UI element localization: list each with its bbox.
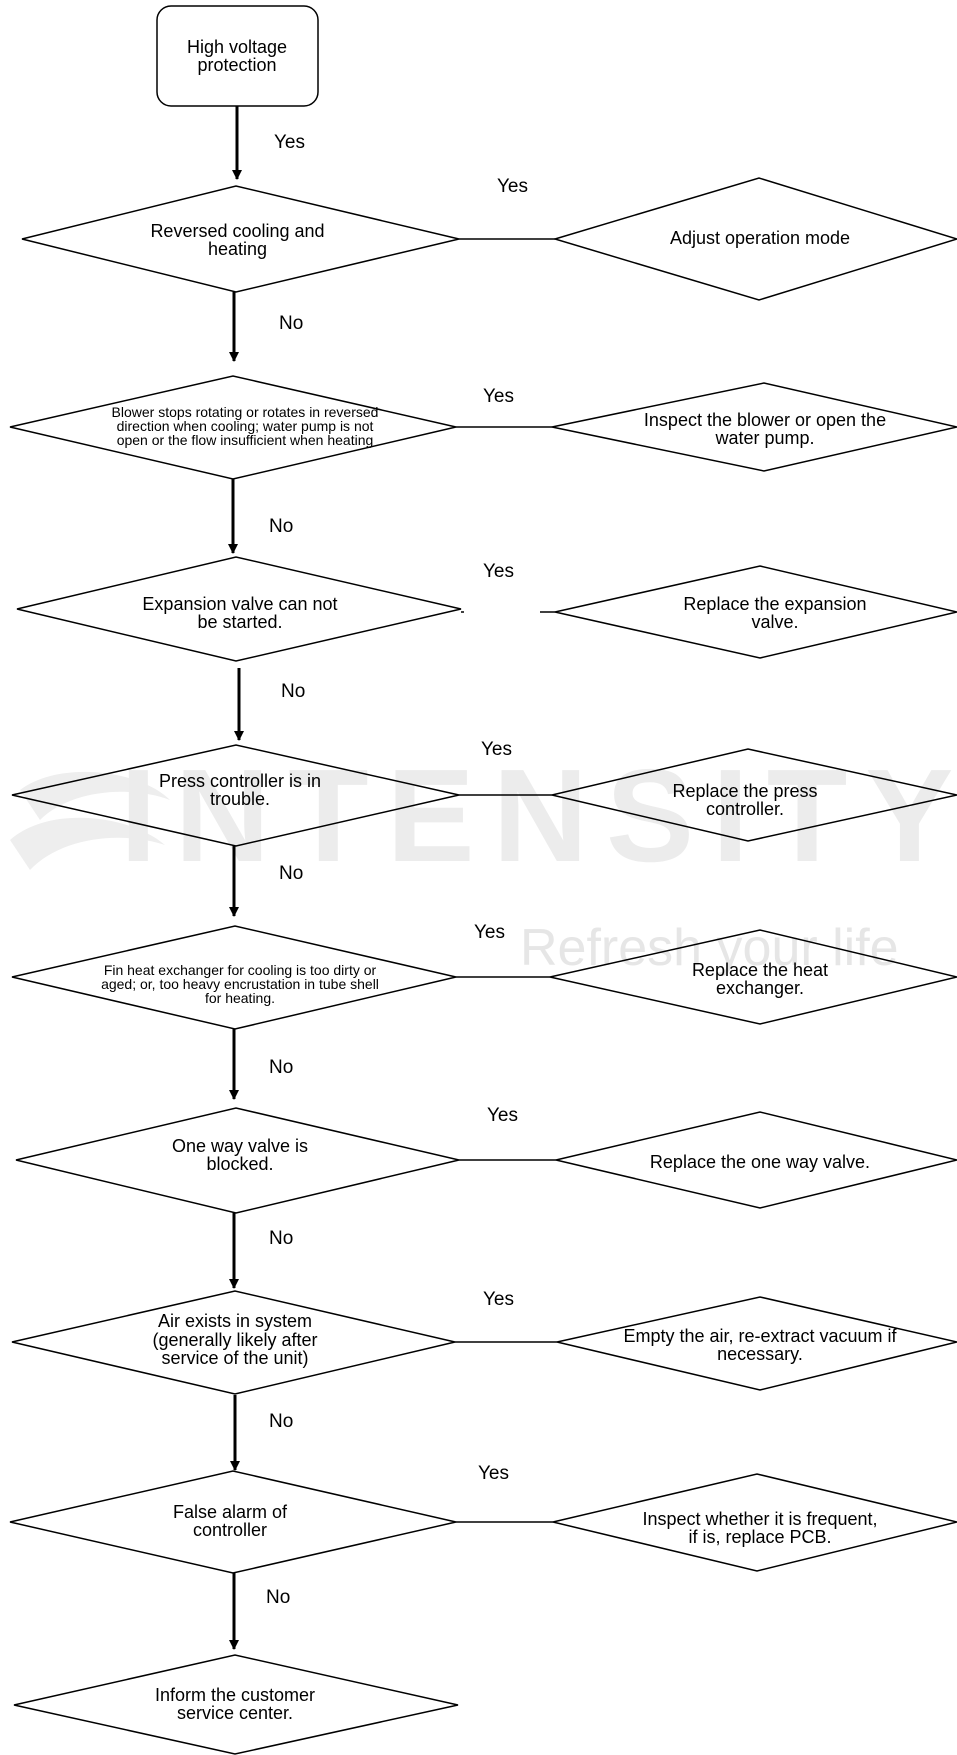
action-text-3: Replace the expansion valve. xyxy=(683,593,867,632)
action-text-2: Inspect the blower or open the water pum… xyxy=(643,409,887,448)
action-diamond-1 xyxy=(552,177,957,301)
decision-text-1: Reversed cooling and heating xyxy=(150,220,325,259)
end-text: Inform the customer service center. xyxy=(154,1684,316,1723)
yes-label-1: Yes xyxy=(497,176,528,197)
yes-label-5: Yes xyxy=(474,922,505,943)
end-diamond xyxy=(13,1654,459,1755)
action-text-6: Replace the one way valve. xyxy=(649,1151,871,1172)
action-text-1: Adjust operation mode xyxy=(669,227,851,248)
start-label: High voltage protection xyxy=(186,36,288,75)
no-label-4: No xyxy=(279,863,304,884)
decision-text-2: Blower stops rotating or rotates in reve… xyxy=(111,403,379,449)
no-label-1: No xyxy=(279,313,304,334)
watermark-brand: INTENSITY xyxy=(120,742,957,889)
decision-diamond-3 xyxy=(16,556,462,662)
action-diamond-3 xyxy=(554,565,957,659)
no-label-8: No xyxy=(266,1587,291,1608)
yes-label-6: Yes xyxy=(487,1105,518,1126)
decision-text-6: One way valve is blocked. xyxy=(171,1135,309,1174)
start-yes-label: Yes xyxy=(274,132,305,153)
no-label-3: No xyxy=(281,681,306,702)
yes-label-8: Yes xyxy=(478,1463,509,1484)
action-text-7: Empty the air, re-extract vacuum if nece… xyxy=(623,1325,897,1364)
yes-label-3: Yes xyxy=(483,561,514,582)
action-diamond-5 xyxy=(549,929,957,1025)
action-text-4: Replace the press controller. xyxy=(672,780,818,819)
yes-label-2: Yes xyxy=(483,386,514,407)
action-diamond-4 xyxy=(551,748,957,842)
yes-label-7: Yes xyxy=(483,1289,514,1310)
no-label-2: No xyxy=(269,516,294,537)
decision-text-3: Expansion valve can not be started. xyxy=(142,593,338,632)
decision-text-7: Air exists in system (generally likely a… xyxy=(152,1311,318,1369)
no-label-7: No xyxy=(269,1411,294,1432)
decision-text-5: Fin heat exchanger for cooling is too di… xyxy=(101,961,379,1007)
action-diamond-8 xyxy=(552,1473,957,1572)
action-text-5: Replace the heat exchanger. xyxy=(691,959,829,998)
decision-text-8: False alarm of controller xyxy=(172,1501,288,1540)
decision-text-4: Press controller is in trouble. xyxy=(158,770,322,809)
action-diamond-2 xyxy=(551,382,957,472)
no-label-6: No xyxy=(269,1228,294,1249)
action-diamond-7 xyxy=(556,1296,957,1391)
action-diamond-6 xyxy=(555,1111,957,1209)
action-text-8: Inspect whether it is frequent, if is, r… xyxy=(642,1508,878,1547)
watermark-logo-swoosh xyxy=(10,771,170,870)
no-label-5: No xyxy=(269,1057,294,1078)
yes-label-4: Yes xyxy=(481,739,512,760)
